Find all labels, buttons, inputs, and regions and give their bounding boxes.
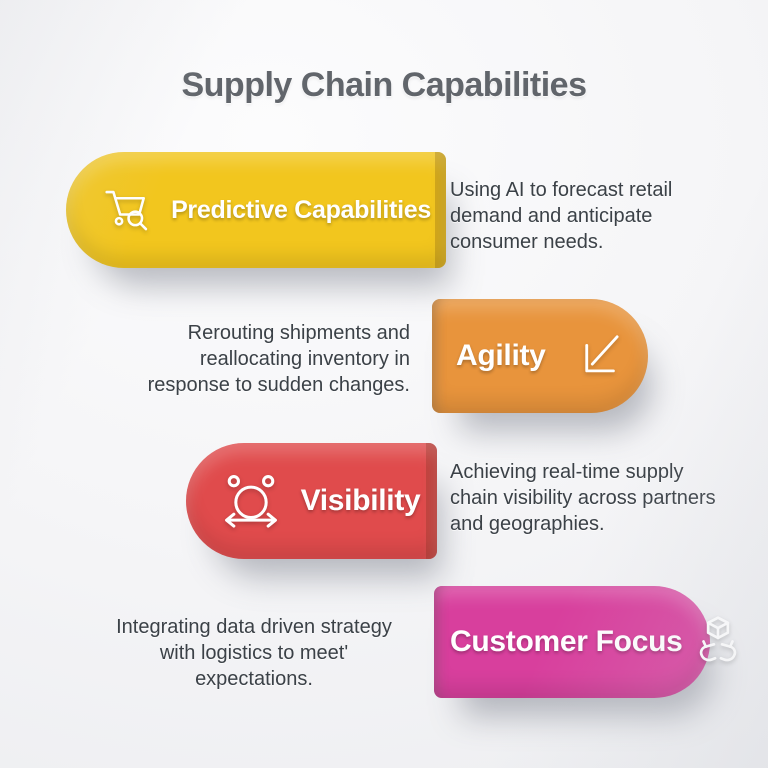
card-label: Customer Focus bbox=[450, 625, 683, 658]
description-line: Achieving real-time supply bbox=[450, 461, 684, 483]
description-line: expectations. bbox=[195, 668, 313, 690]
card-agility: Agility bbox=[413, 293, 648, 422]
card-label: Visibility bbox=[300, 484, 421, 517]
card-description: Rerouting shipments and reallocating inv… bbox=[115, 320, 410, 398]
cart-search-icon bbox=[100, 182, 156, 238]
description-line: consumer needs. bbox=[450, 231, 604, 253]
network-reach-icon bbox=[218, 468, 284, 534]
description-line: Rerouting shipments and bbox=[187, 322, 410, 344]
card-label: Agility bbox=[456, 339, 546, 372]
description-line: reallocating inventory in bbox=[199, 348, 410, 370]
card-description: Integrating data driven strategy with lo… bbox=[95, 614, 413, 692]
description-line: response to sudden changes. bbox=[147, 374, 410, 396]
description-line: Integrating data driven strategy bbox=[116, 616, 392, 638]
card-visibility: Visibility bbox=[173, 443, 437, 568]
arrow-down-left-icon bbox=[570, 325, 632, 387]
card-description: Using AI to forecast retail demand and a… bbox=[450, 177, 700, 255]
page-title: Supply Chain Capabilities bbox=[181, 66, 587, 104]
description-line: with logistics to meet' bbox=[159, 642, 349, 664]
card-label: Predictive Capabilities bbox=[171, 195, 431, 224]
card-customer-focus: Customer Focus bbox=[415, 580, 736, 707]
description-line: Using AI to forecast retail bbox=[450, 179, 673, 201]
hands-box-icon bbox=[689, 613, 747, 671]
description-line: chain visibility across partners bbox=[450, 487, 716, 509]
description-line: and geographies. bbox=[450, 513, 605, 535]
card-description: Achieving real-time supply chain visibil… bbox=[450, 459, 760, 537]
card-predictive-capabilities: Predictive Capabilities bbox=[53, 152, 446, 277]
description-line: demand and anticipate bbox=[450, 205, 653, 227]
